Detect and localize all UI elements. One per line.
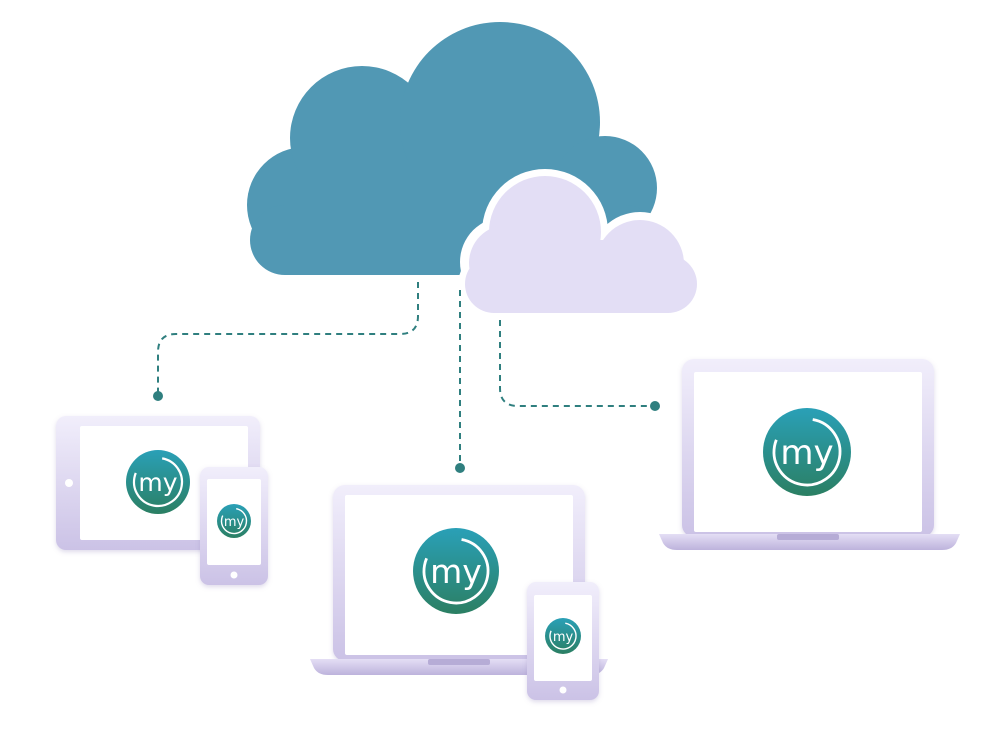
phone-device-left: my [200, 467, 268, 585]
connectors [157, 282, 652, 465]
laptop-device-center: my [310, 485, 608, 675]
logo-text: my [780, 433, 833, 473]
logo-text: my [138, 468, 177, 497]
logo-badge: my [413, 528, 499, 614]
logo-text: my [430, 552, 482, 591]
logo-text: my [224, 515, 245, 530]
connector-dot-right [650, 401, 660, 411]
small-cloud [458, 169, 703, 320]
connector-dot-center [455, 463, 465, 473]
connector-dot-tablet [153, 391, 163, 401]
logo-badge: my [126, 450, 190, 514]
logo-badge: my [763, 408, 851, 496]
connector-dots [153, 391, 660, 473]
laptop-device-right: my [659, 359, 960, 550]
logo-badge: my [217, 504, 251, 538]
connector-right-laptop [499, 320, 652, 407]
logo-badge: my [545, 618, 581, 654]
logo-text: my [553, 630, 574, 645]
phone-device-center: my [527, 582, 599, 700]
connector-tablet [157, 282, 419, 392]
cloud-icon [465, 176, 697, 313]
